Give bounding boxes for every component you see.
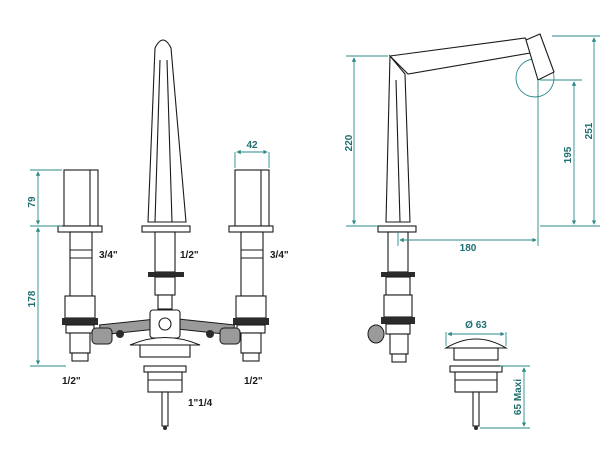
spout-height-dim: 220 (344, 134, 355, 151)
waste-detail: Ø 63 65 Maxi (444, 320, 530, 430)
waste-diameter-dim: Ø 63 (465, 320, 487, 331)
spout-reach-dim: 180 (460, 243, 477, 254)
handle-height-dim: 79 (27, 196, 38, 208)
waste-dimensions (445, 331, 530, 429)
front-dimensions (30, 149, 270, 367)
front-waste (129, 337, 201, 430)
center-spout (141, 39, 191, 310)
front-view: 79 178 42 3/4" 1/2" 3/4" 1/2" 1/2" 1"1/4 (27, 39, 289, 430)
outlet-height-dim: 195 (563, 146, 574, 163)
left-thread-label: 3/4" (99, 250, 118, 261)
waste-length-dim: 65 Maxi (513, 379, 524, 415)
right-outlet-label: 1/2" (244, 376, 263, 387)
right-thread-label: 3/4" (270, 250, 289, 261)
handle-width-dim: 42 (246, 140, 258, 151)
total-height-dim: 251 (584, 122, 595, 139)
side-dimensions (346, 35, 600, 246)
center-thread-label: 1/2" (180, 250, 199, 261)
left-handle (57, 169, 103, 362)
left-outlet-label: 1/2" (62, 376, 81, 387)
side-view: 220 180 195 251 (344, 33, 600, 363)
connecting-pipes (91, 309, 241, 345)
body-height-dim: 178 (27, 290, 38, 307)
waste-label: 1"1/4 (188, 398, 213, 409)
right-handle (228, 169, 274, 362)
